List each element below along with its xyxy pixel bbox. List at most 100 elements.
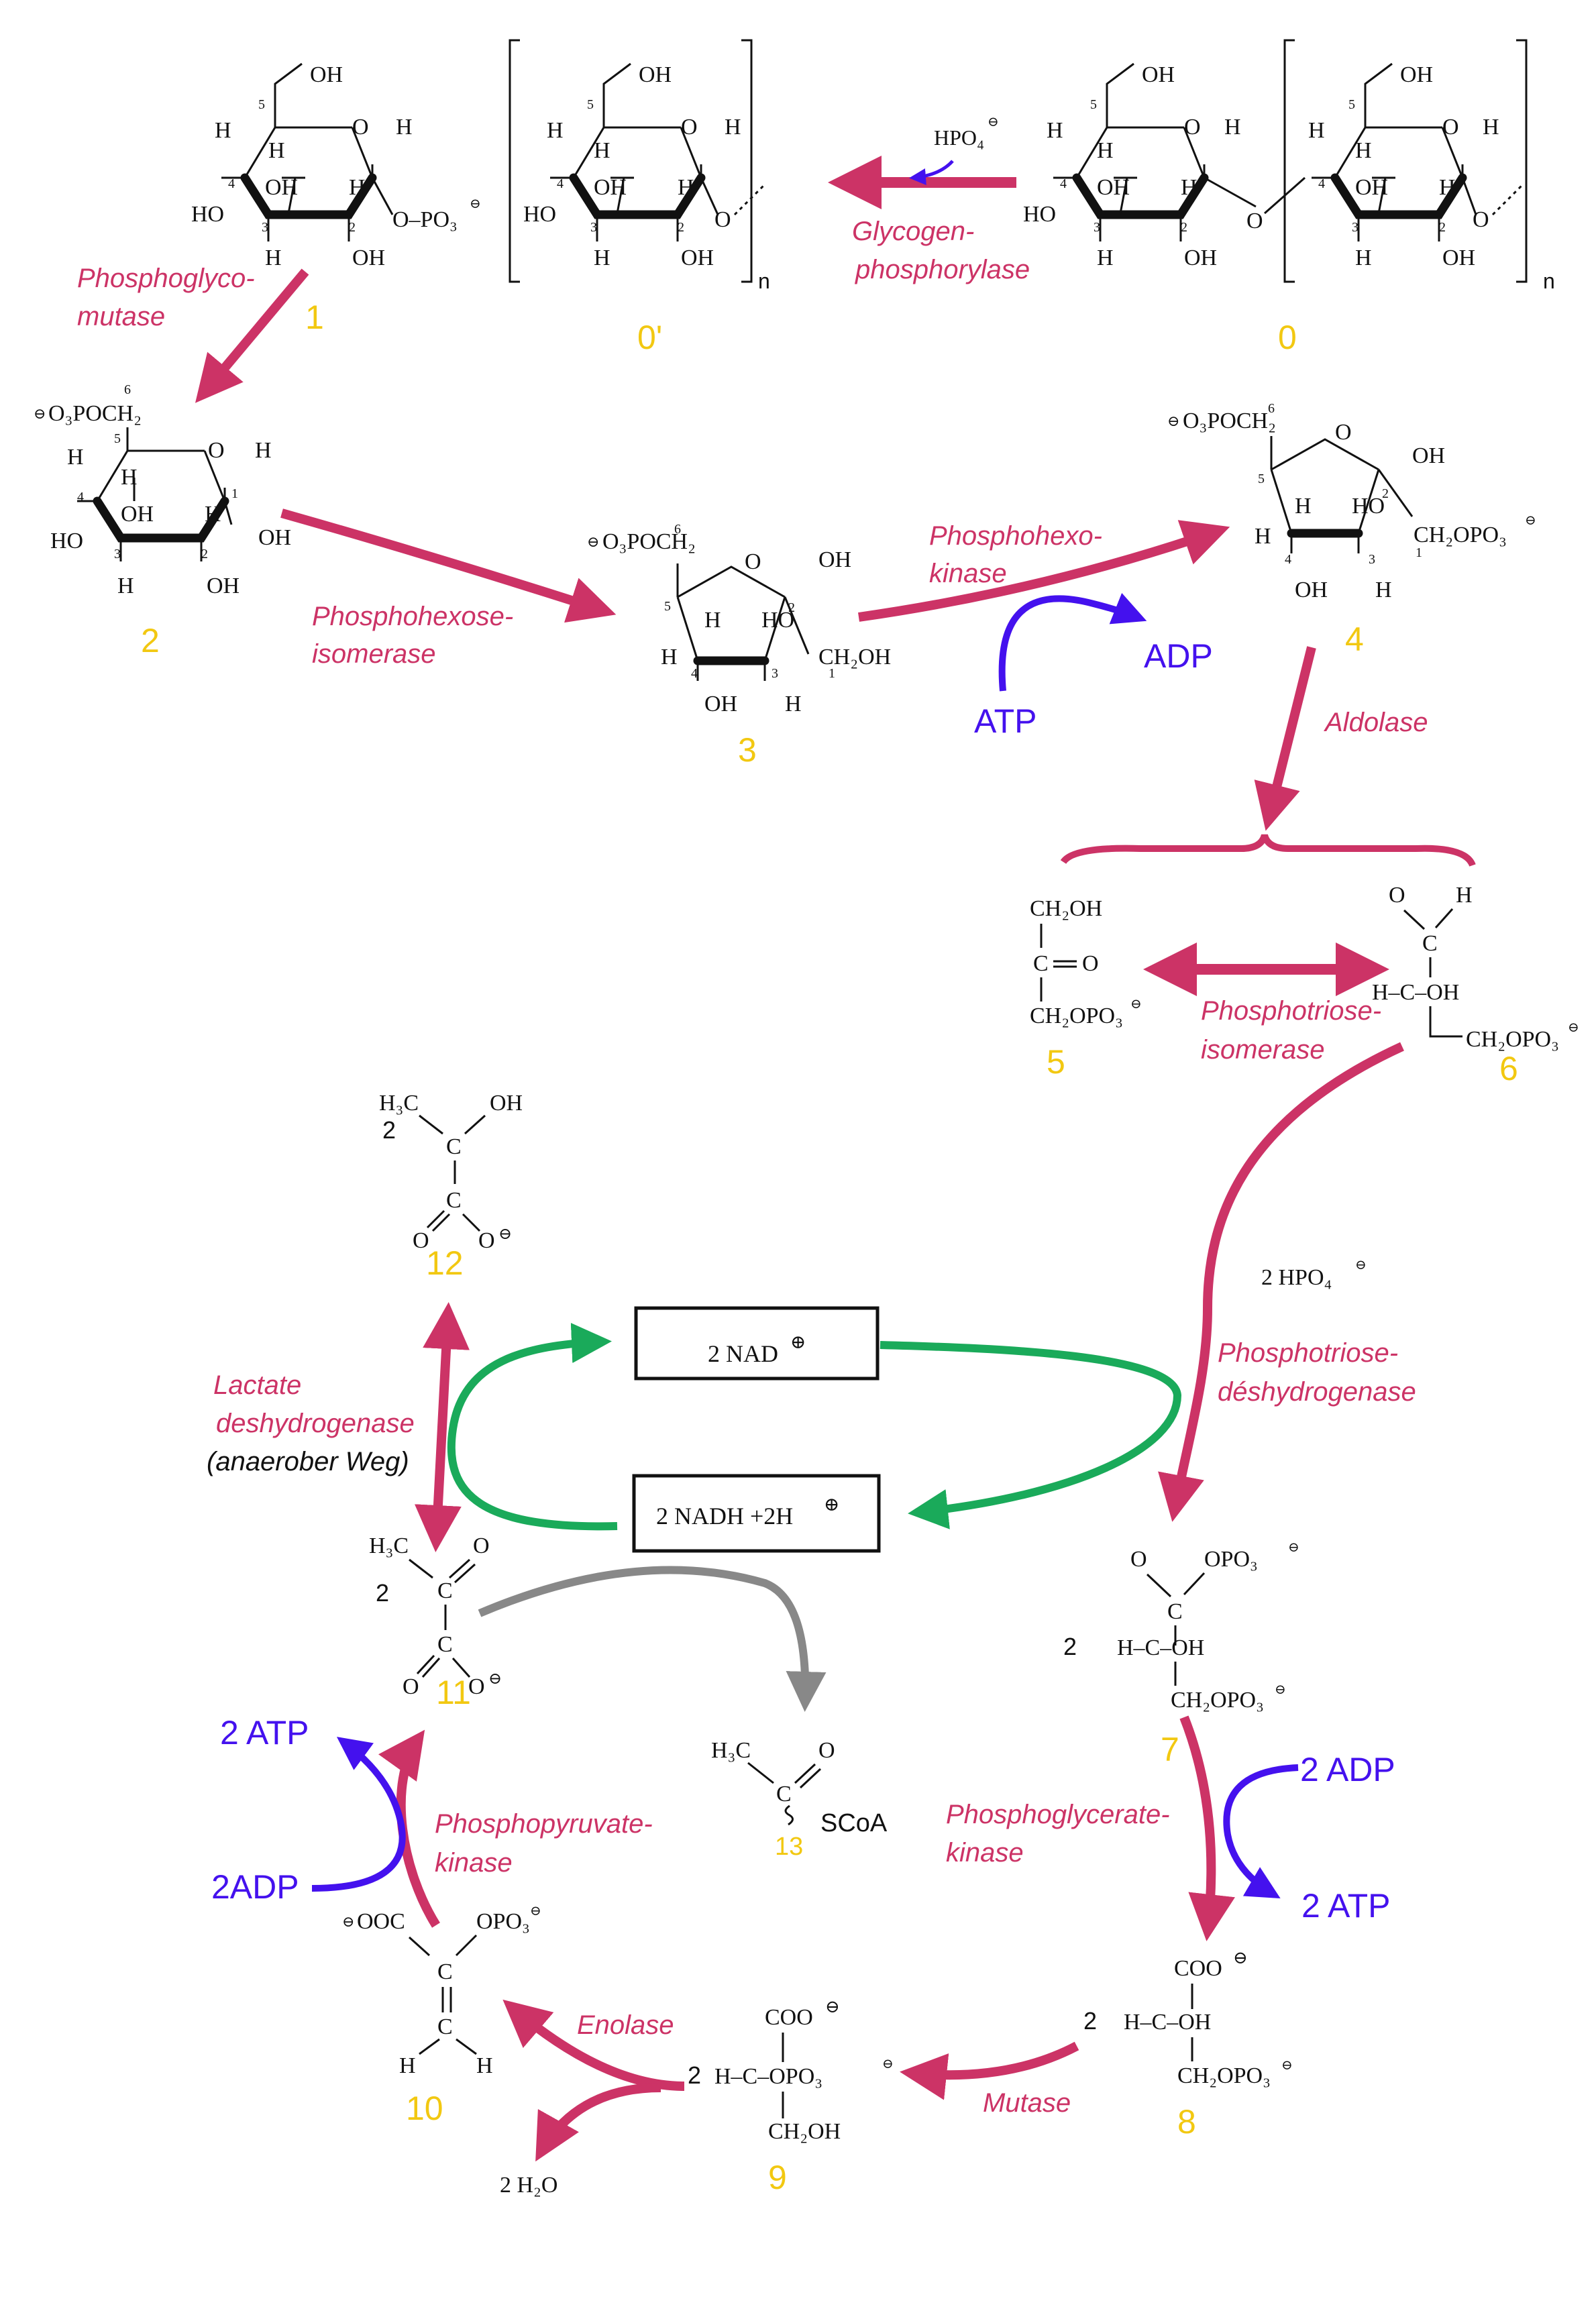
label-lactate-dehydrogenase-1: Lactate xyxy=(213,1370,301,1400)
svg-text:⊖: ⊖ xyxy=(1525,513,1536,528)
arrow-phosphoglycomutase xyxy=(195,268,309,403)
svg-text:2: 2 xyxy=(349,220,356,235)
label-enolase: Enolase xyxy=(577,2010,674,2040)
svg-text:H–C–OPO₃: H–C–OPO₃ xyxy=(714,2064,822,2089)
svg-text:OH: OH xyxy=(1400,62,1433,87)
cofactor-atp-top: ATP xyxy=(974,702,1037,740)
svg-text:H: H xyxy=(1224,115,1241,140)
svg-text:C: C xyxy=(437,1632,453,1657)
svg-text:H: H xyxy=(1181,175,1198,200)
svg-text:OH: OH xyxy=(1184,246,1217,270)
svg-text:OH: OH xyxy=(704,692,737,716)
svg-text:H: H xyxy=(594,246,610,270)
compound-5: CH₂OH C O CH₂OPO₃ ⊖ 5 xyxy=(1030,896,1142,1081)
svg-text:6: 6 xyxy=(674,522,681,537)
svg-text:⊖: ⊖ xyxy=(882,2057,894,2071)
svg-text:H: H xyxy=(1255,524,1271,549)
svg-text:SCoA: SCoA xyxy=(820,1809,888,1837)
svg-text:H: H xyxy=(67,445,84,470)
svg-text:O: O xyxy=(1184,115,1201,140)
svg-text:H: H xyxy=(594,138,610,163)
svg-text:O₃POCH₂: O₃POCH₂ xyxy=(602,529,696,554)
svg-text:OH: OH xyxy=(1097,175,1130,200)
svg-text:O: O xyxy=(1473,207,1489,232)
cofactor-nadh-charge: ⊕ xyxy=(824,1495,839,1515)
svg-text:⊖: ⊖ xyxy=(530,1904,541,1919)
svg-text:⊖: ⊖ xyxy=(342,1913,354,1930)
svg-text:H: H xyxy=(1355,246,1372,270)
compound-2: ⊖ O₃POCH₂ 6 5 O H 1 H H 4 HO OH H 3 2 H … xyxy=(34,382,291,659)
svg-text:5: 5 xyxy=(664,599,671,614)
arrow-lactate-dehydrogenase xyxy=(414,1302,470,1552)
svg-text:OH: OH xyxy=(258,525,291,550)
compound-number-1: 1 xyxy=(305,299,324,336)
aldolase-bracket xyxy=(1060,834,1476,867)
compound-number-0prime: 0' xyxy=(637,319,662,356)
svg-text:OH: OH xyxy=(1355,175,1388,200)
svg-text:OH: OH xyxy=(594,175,627,200)
svg-text:C: C xyxy=(446,1188,462,1213)
svg-text:C: C xyxy=(776,1782,792,1806)
compound-number-5: 5 xyxy=(1047,1043,1065,1081)
compound-number-11: 11 xyxy=(436,1674,471,1711)
label-phosphohexose-isomerase-1: Phosphohexose- xyxy=(312,602,513,631)
svg-text:O: O xyxy=(1442,115,1459,140)
svg-text:H: H xyxy=(1355,138,1372,163)
svg-text:⊖: ⊖ xyxy=(1233,1948,1248,1967)
svg-text:4: 4 xyxy=(77,490,84,504)
cofactor-nad: 2 NAD xyxy=(708,1340,778,1367)
label-phosphotriose-dehydrogenase-2: déshydrogenase xyxy=(1218,1377,1416,1407)
svg-text:H₃C: H₃C xyxy=(369,1533,409,1558)
svg-text:H: H xyxy=(268,138,285,163)
svg-text:4: 4 xyxy=(1318,176,1325,191)
svg-text:CH₂OPO₃: CH₂OPO₃ xyxy=(1414,523,1507,547)
svg-text:⊖: ⊖ xyxy=(470,197,481,211)
svg-text:3: 3 xyxy=(1352,220,1359,235)
svg-text:2: 2 xyxy=(382,1116,396,1144)
svg-text:COO: COO xyxy=(1174,1956,1222,1981)
svg-text:2: 2 xyxy=(678,220,684,235)
arrow-phosphohexokinase xyxy=(858,520,1230,622)
arrow-nadh-cycle xyxy=(880,1341,1182,1529)
svg-text:5: 5 xyxy=(1348,97,1355,112)
svg-text:H: H xyxy=(1047,118,1063,143)
svg-text:OPO₃: OPO₃ xyxy=(476,1909,530,1934)
svg-text:OH: OH xyxy=(265,175,298,200)
svg-text:2: 2 xyxy=(1083,2007,1097,2035)
svg-text:n: n xyxy=(758,269,770,293)
svg-text:CH₂OH: CH₂OH xyxy=(818,645,891,669)
svg-text:H: H xyxy=(215,118,231,143)
compound-6: O H C H–C–OH CH₂OPO₃ ⊖ 6 xyxy=(1372,883,1579,1087)
svg-text:H–C–OH: H–C–OH xyxy=(1124,2010,1211,2035)
label-lactate-dehydrogenase-2: deshydrogenase xyxy=(216,1409,415,1438)
svg-text:H: H xyxy=(399,2053,416,2078)
svg-text:OH: OH xyxy=(1412,443,1445,468)
arrow-enolase xyxy=(502,1999,685,2091)
svg-text:4: 4 xyxy=(1060,176,1067,191)
compound-13: H₃C O C SCoA 13 xyxy=(711,1738,888,1861)
svg-text:⊖: ⊖ xyxy=(488,1670,502,1688)
label-phosphotriose-isomerase-1: Phosphotriose- xyxy=(1201,996,1381,1026)
compound-0prime: OH O 5 H H H 4 HO OH H 3 2 H OH O n 0' xyxy=(509,39,770,356)
svg-text:3: 3 xyxy=(772,666,778,681)
svg-text:H₃C: H₃C xyxy=(379,1091,419,1116)
svg-text:HO: HO xyxy=(1352,494,1385,519)
svg-text:H: H xyxy=(661,645,678,669)
svg-text:C: C xyxy=(437,1959,453,1984)
svg-text:OH: OH xyxy=(1442,246,1475,270)
svg-text:n: n xyxy=(1543,269,1555,293)
svg-text:CH₂OPO₃: CH₂OPO₃ xyxy=(1177,2063,1271,2088)
svg-text:H–C–OH: H–C–OH xyxy=(1372,980,1459,1005)
svg-text:COO: COO xyxy=(765,2005,813,2030)
svg-text:H: H xyxy=(255,438,272,463)
svg-text:2: 2 xyxy=(1439,220,1446,235)
cofactor-hpo4-top-charge: ⊖ xyxy=(988,115,999,129)
svg-text:OH: OH xyxy=(1295,578,1328,602)
arrow-adp-atp-right xyxy=(1223,1764,1299,1899)
svg-text:2: 2 xyxy=(201,547,208,561)
label-phosphoglycerate-kinase-2: kinase xyxy=(946,1838,1024,1868)
arrow-adp-atp-left xyxy=(311,1737,406,1892)
compound-1: OH O 5 H H H 4 HO OH H 3 2 H OH O–PO₃ ⊖ … xyxy=(191,62,481,336)
svg-text:H: H xyxy=(1308,118,1325,143)
svg-text:5: 5 xyxy=(258,97,265,112)
